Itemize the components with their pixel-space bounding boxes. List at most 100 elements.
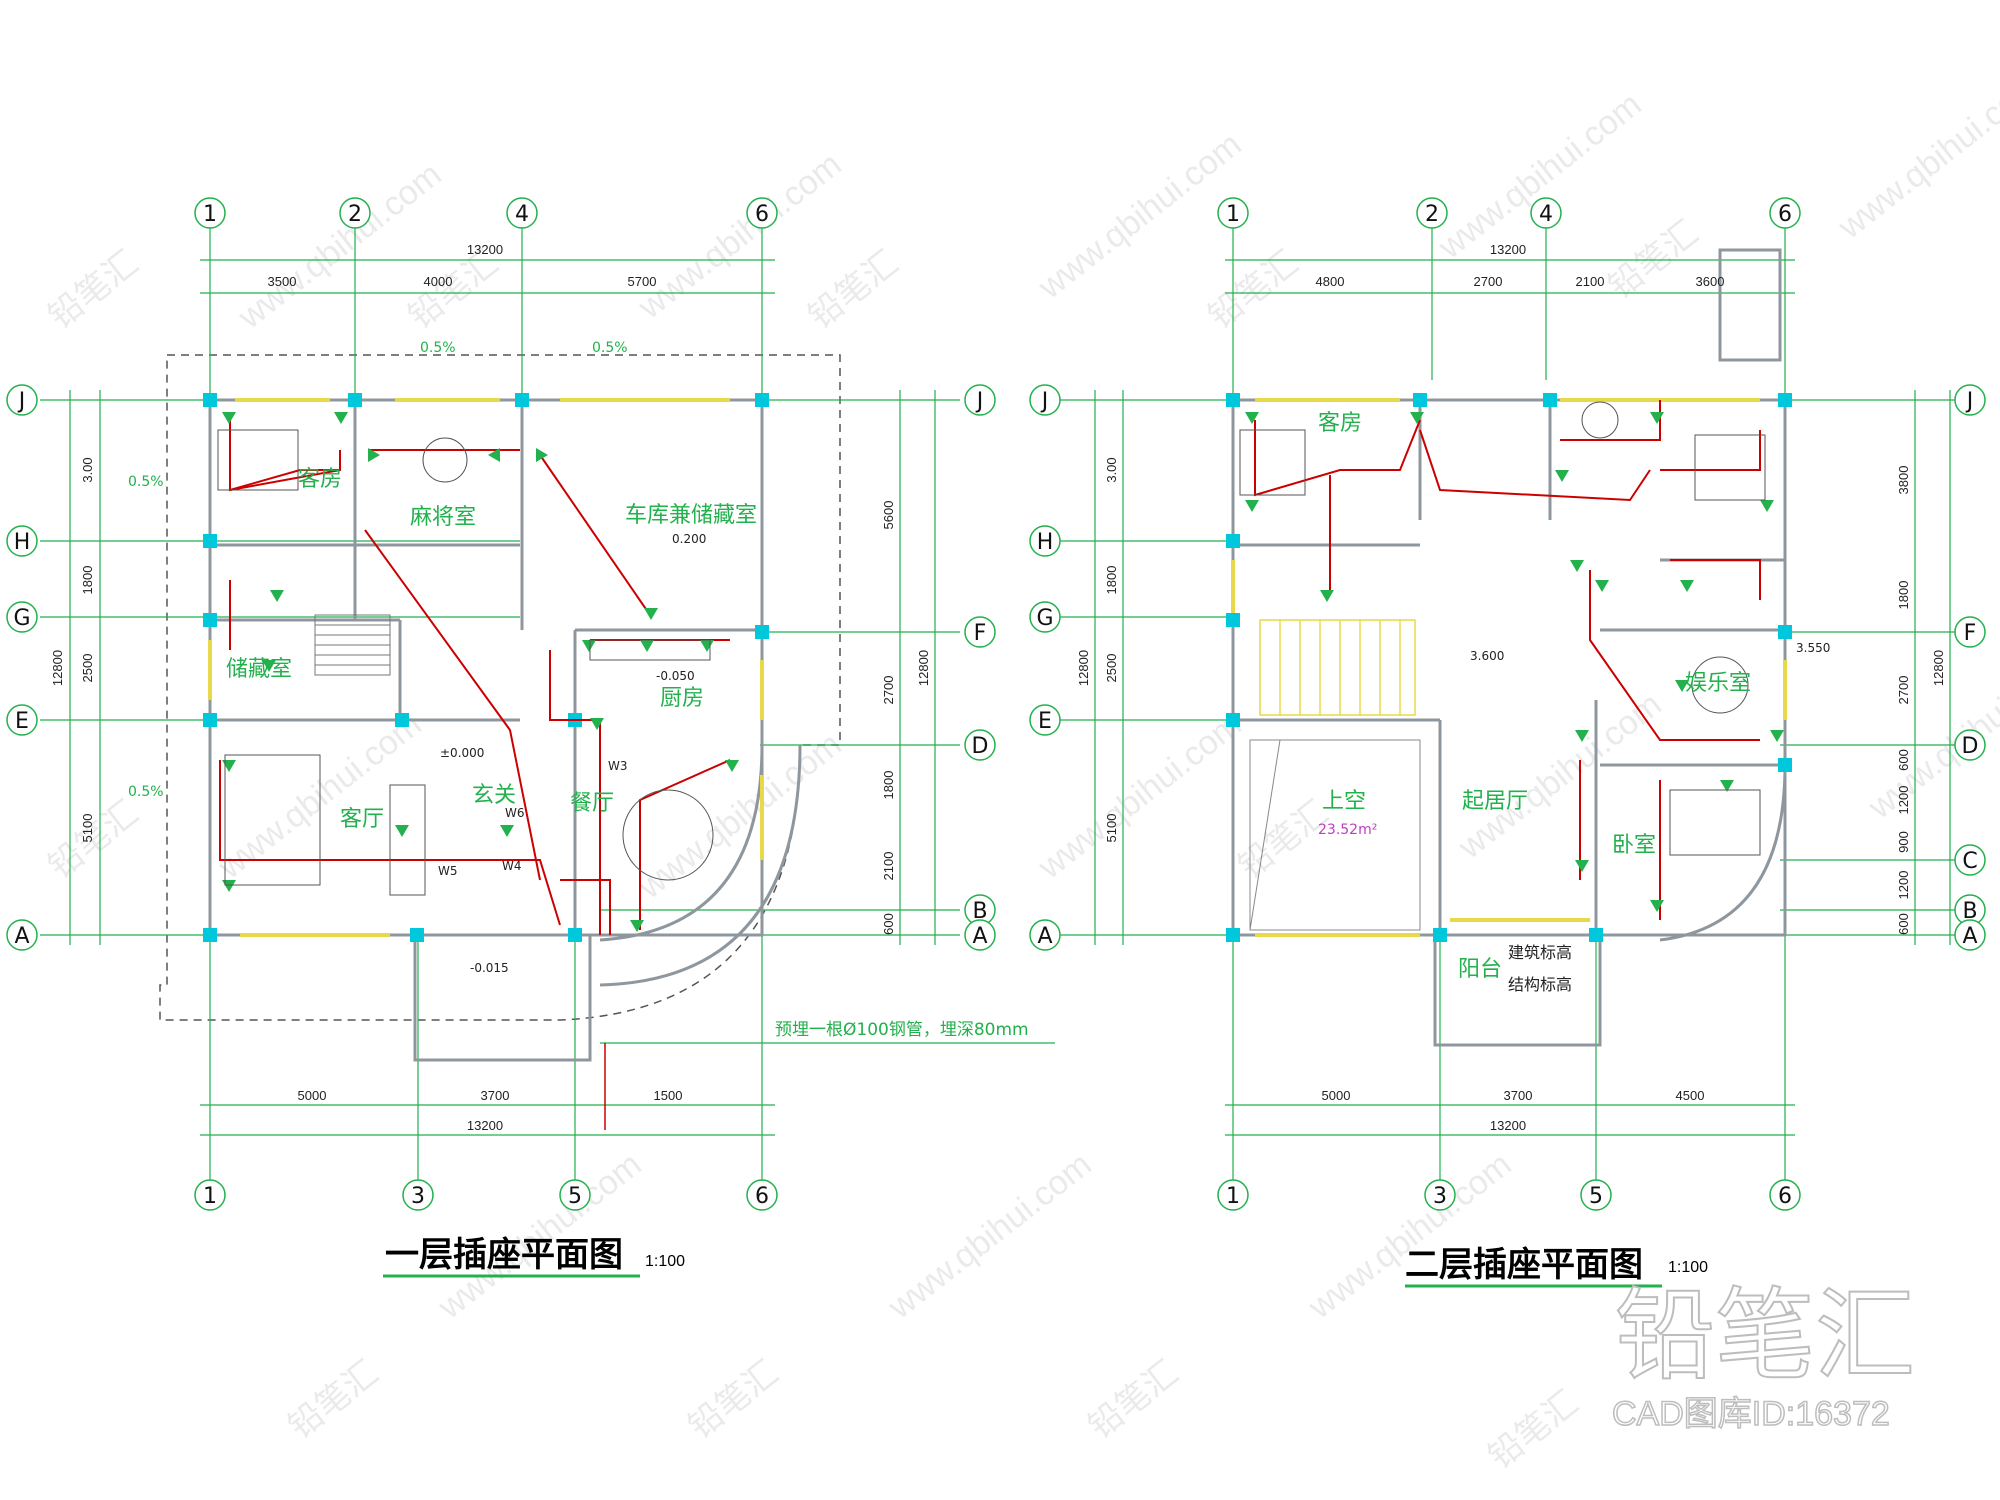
f2-room-family: 起居厅 — [1462, 789, 1528, 814]
f1-room-guest: 客房 — [298, 467, 342, 492]
axis-bubble — [1217, 1179, 1249, 1211]
f2-top-dim-4: 3600 — [1696, 274, 1725, 289]
floor1-annotations: 0.5% 0.5% 0.5% 0.5% 0.200 -0.050 ±0.000 … — [128, 340, 1055, 1130]
f1-label-w3: W3 — [608, 759, 628, 773]
f2-right-dim-2: 1800 — [1896, 581, 1911, 610]
axis-bubble — [1416, 197, 1448, 229]
f2-right-dim-3: 2700 — [1896, 676, 1911, 705]
f2-plan-title: 二层插座平面图 — [1405, 1245, 1643, 1285]
floor1-windows — [208, 398, 764, 937]
floor2-void — [1249, 739, 1421, 931]
axis-bubble — [1954, 919, 1986, 951]
axis-label-right-3: B — [972, 899, 987, 924]
axis-bubble — [1769, 1179, 1801, 1211]
f1-right-dim-2: 2700 — [881, 676, 896, 705]
axis-label-bottom-2: 5 — [568, 1184, 582, 1209]
f2-legend-struct: 结构标高 — [1508, 975, 1572, 994]
axis-label-right-0: J — [975, 389, 984, 414]
axis-bubble — [1424, 1179, 1456, 1211]
watermark-url: www.qbihui.com — [1031, 125, 1249, 307]
cad-id-stamp: CAD图库ID:16372 — [1612, 1395, 1890, 1433]
floor1-boundary — [159, 354, 841, 1021]
floor2-sockets — [1245, 412, 1784, 912]
axis-bubble — [6, 384, 38, 416]
watermark-url: www.qbihui.com — [881, 1145, 1099, 1327]
axis-label-top-3: 6 — [755, 202, 769, 227]
axis-label-bottom-1: 3 — [411, 1184, 425, 1209]
floor2-windows — [1231, 398, 1787, 937]
axis-bubble — [6, 919, 38, 951]
axis-bubble — [1580, 1179, 1612, 1211]
watermark-brand: 铅笔汇 — [1081, 1353, 1186, 1447]
f2-void-area: 23.52m² — [1318, 822, 1377, 838]
floor2-grid-lines — [1045, 228, 1975, 1180]
floor1-dimensions: 13200 3500 4000 5700 5000 3700 1500 1320… — [50, 242, 931, 1133]
axis-bubble — [1769, 197, 1801, 229]
floor1-columns — [203, 393, 769, 942]
axis-label-right-0: J — [1965, 389, 1974, 414]
axis-label-left-0: J — [17, 389, 26, 414]
axis-bubble — [1954, 384, 1986, 416]
axis-bubble — [1029, 601, 1061, 633]
f1-right-dim-1: 5600 — [881, 501, 896, 530]
axis-bubble — [194, 1179, 226, 1211]
f1-plan-scale: 1:100 — [645, 1253, 685, 1270]
axis-label-right-4: A — [972, 924, 987, 949]
f2-room-bedroom: 卧室 — [1612, 833, 1656, 858]
floor2-walls — [1231, 248, 1787, 1047]
axis-label-bottom-1: 3 — [1433, 1184, 1447, 1209]
f1-slope-4: 0.5% — [128, 784, 164, 800]
f2-bottom-dim-1: 5000 — [1322, 1088, 1351, 1103]
axis-bubble — [964, 919, 996, 951]
axis-label-top-1: 2 — [348, 202, 362, 227]
f2-right-total: 12800 — [1931, 650, 1946, 686]
f2-bottom-total: 13200 — [1490, 1118, 1526, 1133]
f1-bottom-dim-3: 1500 — [654, 1088, 683, 1103]
f1-slope-2: 0.5% — [592, 340, 628, 356]
axis-bubble — [1954, 844, 1986, 876]
axis-label-left-2: G — [1036, 606, 1053, 631]
axis-bubble — [964, 384, 996, 416]
f2-plan-scale: 1:100 — [1668, 1259, 1708, 1276]
f1-label-w6: W6 — [505, 806, 525, 820]
f1-level-porch: -0.015 — [470, 961, 509, 975]
axis-label-left-1: H — [14, 530, 31, 555]
axis-bubble — [746, 1179, 778, 1211]
axis-label-bottom-3: 6 — [755, 1184, 769, 1209]
f2-bottom-dim-3: 4500 — [1676, 1088, 1705, 1103]
axis-bubble — [402, 1179, 434, 1211]
axis-bubble — [506, 197, 538, 229]
watermark-url: www.qbihui.com — [1431, 85, 1649, 267]
f1-slope-1: 0.5% — [420, 340, 456, 356]
floor1-sockets — [222, 412, 739, 932]
f1-right-dim-4: 2100 — [881, 852, 896, 881]
f1-room-foyer: 玄关 — [472, 783, 516, 808]
axis-bubble — [339, 197, 371, 229]
axis-label-top-0: 1 — [203, 202, 217, 227]
axis-label-bottom-0: 1 — [203, 1184, 217, 1209]
axis-bubble — [6, 601, 38, 633]
floor2-stairs — [1259, 619, 1416, 716]
floor1-stairs — [314, 614, 391, 676]
watermark-url: www.qbihui.com — [1301, 1145, 1519, 1327]
f1-bottom-dim-2: 3700 — [481, 1088, 510, 1103]
f1-right-dim-5: 600 — [881, 913, 896, 935]
axis-label-right-1: F — [1964, 621, 1977, 646]
f1-room-kitchen: 厨房 — [660, 686, 704, 711]
axis-bubble — [1029, 525, 1061, 557]
f1-bottom-total: 13200 — [467, 1118, 503, 1133]
f1-level-living: ±0.000 — [440, 746, 484, 760]
watermark-brand: 铅笔汇 — [1481, 1383, 1586, 1477]
f1-pipe-note: 预埋一根Ø100钢管，埋深80mm — [775, 1020, 1029, 1040]
watermark-brand: 铅笔汇 — [1201, 243, 1306, 337]
f1-top-dim-1: 3500 — [268, 274, 297, 289]
f2-room-void: 上空 — [1322, 789, 1366, 814]
floor2-room-labels: 客房 娱乐室 上空 起居厅 卧室 阳台 3.600 3.550 23.52m² … — [1318, 411, 1830, 994]
axis-label-top-1: 2 — [1425, 202, 1439, 227]
f2-legend-arch: 建筑标高 — [1508, 943, 1572, 962]
f2-left-dim-4: 5100 — [1104, 814, 1119, 843]
f2-level-side: 3.550 — [1796, 641, 1830, 655]
